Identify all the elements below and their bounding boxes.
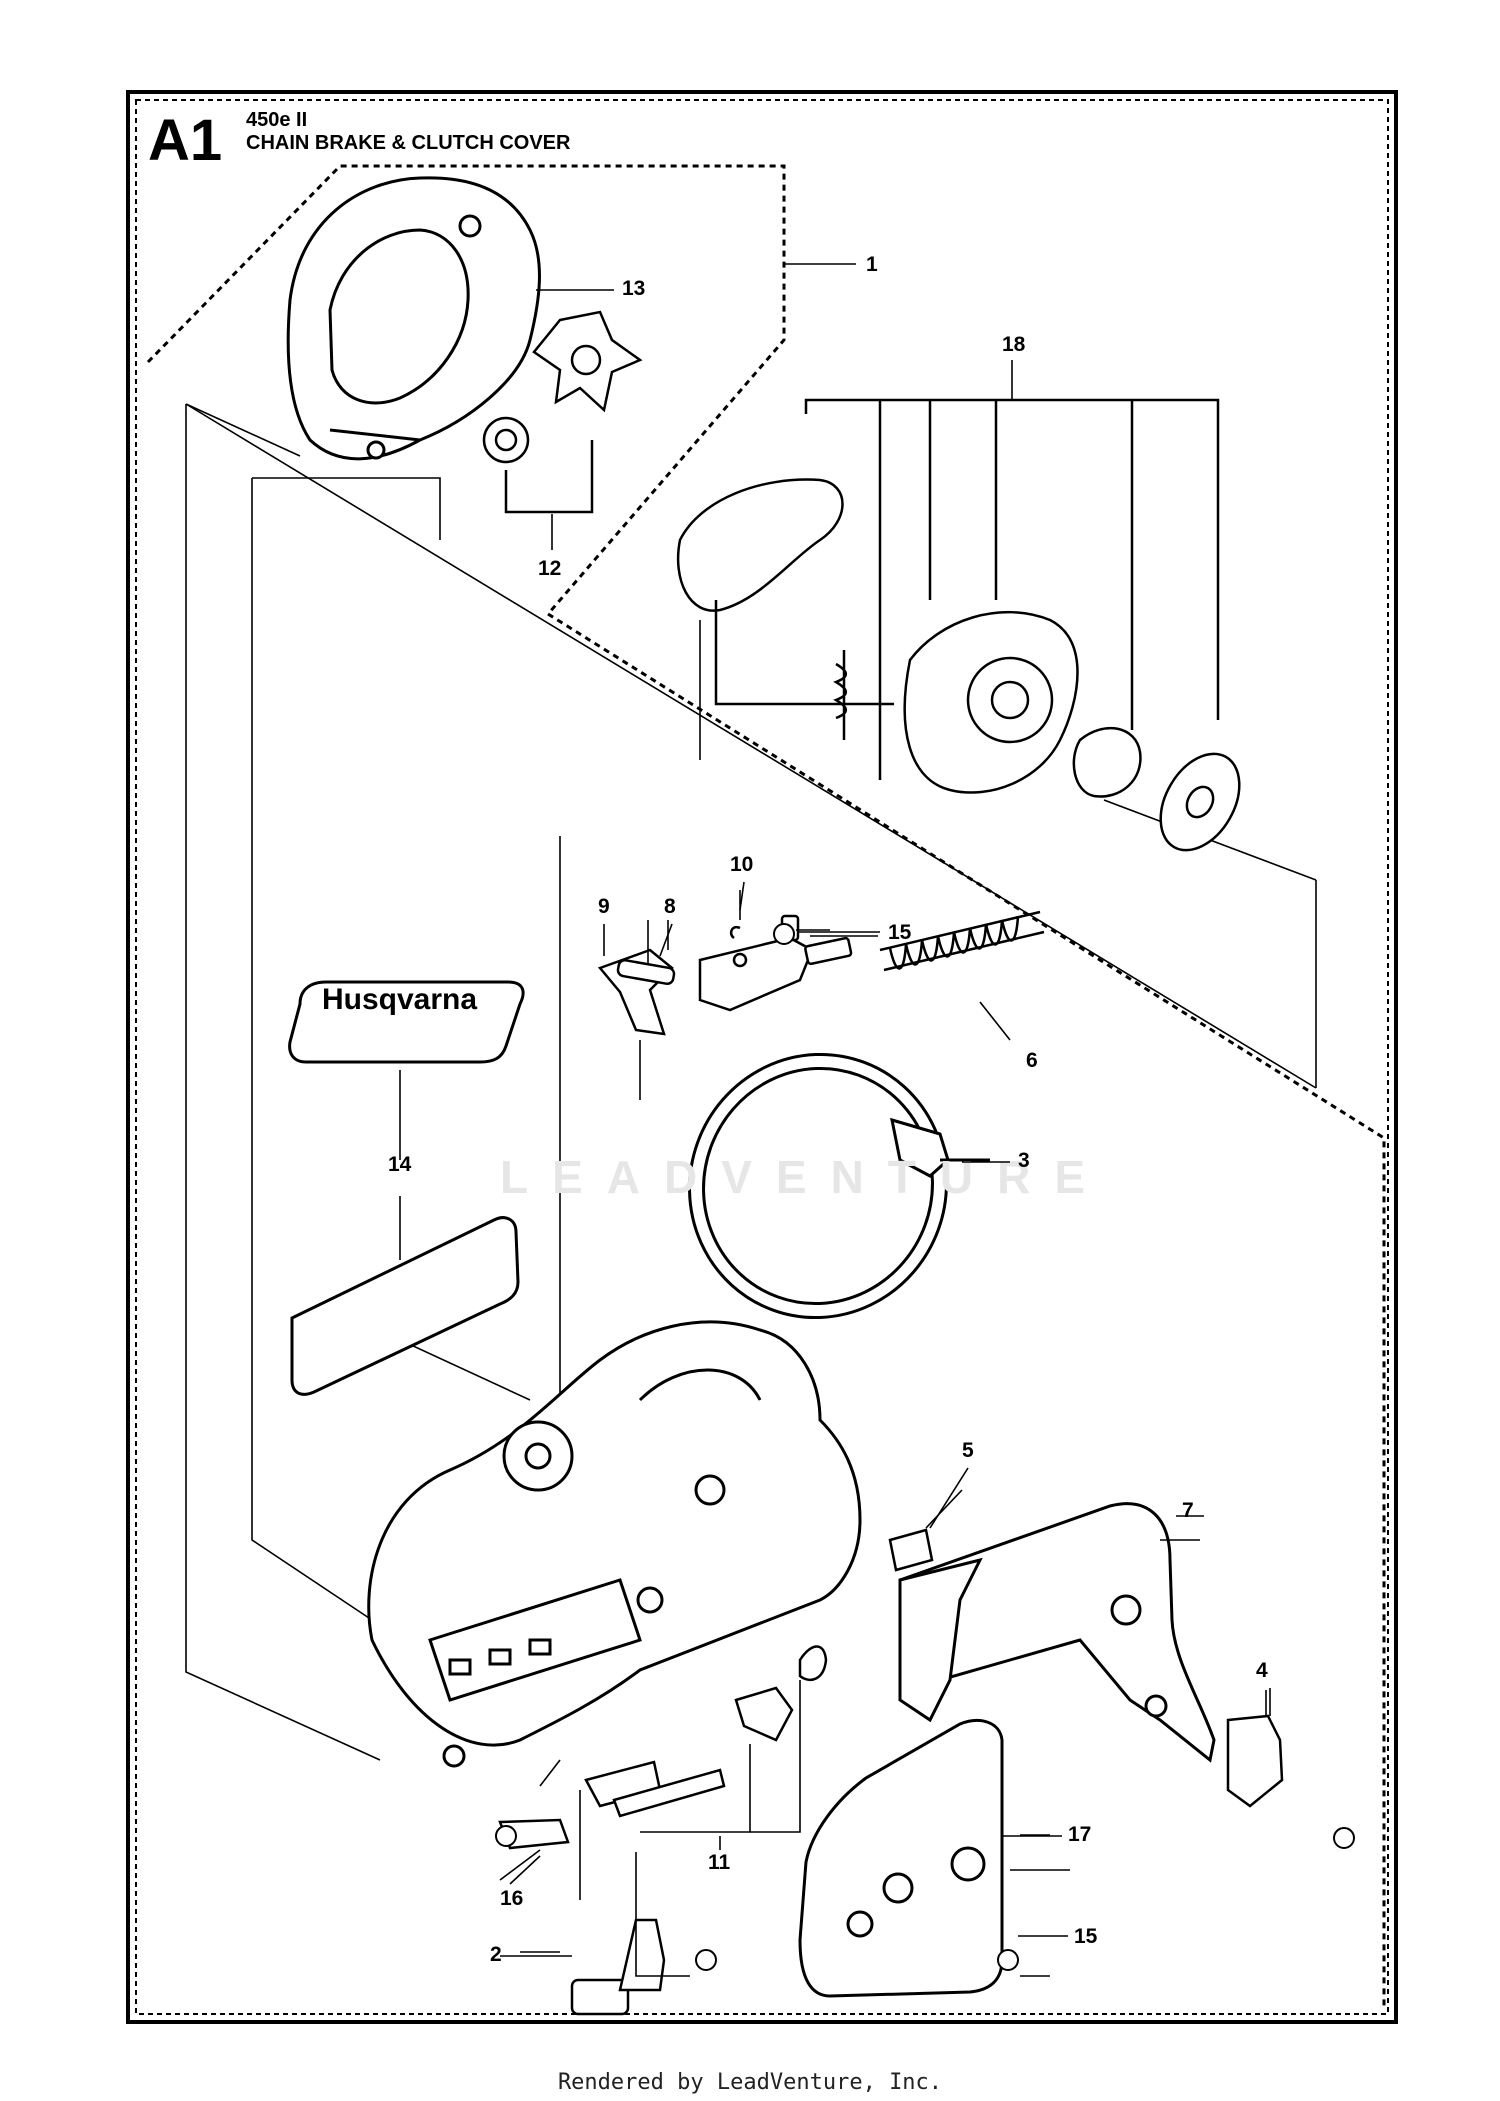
blank-decal-part bbox=[290, 1216, 520, 1396]
callout-6[interactable]: 6 bbox=[1026, 1049, 1038, 1072]
callout-18[interactable]: 18 bbox=[1002, 333, 1026, 356]
cover-plate-part bbox=[798, 1719, 1004, 1998]
husqvarna-decal-label: Husqvarna bbox=[322, 983, 478, 1016]
callout-14[interactable]: 14 bbox=[388, 1153, 412, 1176]
chain-guard-part bbox=[898, 1502, 1216, 1763]
callout-15-upper[interactable]: 15 bbox=[888, 921, 912, 944]
footer-credit: Rendered by LeadVenture, Inc. bbox=[557, 2070, 943, 2095]
brake-lever-parts bbox=[597, 910, 1045, 1036]
chain-guard-clip-part bbox=[1226, 1714, 1284, 1808]
watermark-text: LEADVENTURE bbox=[500, 1151, 1110, 1203]
husqvarna-decal-part bbox=[288, 980, 525, 1064]
callout-8[interactable]: 8 bbox=[664, 895, 676, 918]
callout-7[interactable]: 7 bbox=[1182, 1499, 1194, 1522]
inner-dashed-frame bbox=[135, 99, 1389, 2015]
chain-brake-assembly-part bbox=[676, 398, 1241, 852]
assembly-boundary-dashed bbox=[146, 164, 1386, 2006]
callout-16[interactable]: 16 bbox=[500, 1887, 524, 1910]
callout-1[interactable]: 1 bbox=[866, 253, 878, 276]
callout-12[interactable]: 12 bbox=[538, 557, 562, 580]
brake-band-part bbox=[688, 1052, 990, 1320]
callout-11[interactable]: 11 bbox=[708, 1851, 731, 1874]
callout-4[interactable]: 4 bbox=[1256, 1659, 1268, 1682]
section-title: CHAIN BRAKE & CLUTCH COVER bbox=[246, 132, 571, 154]
callout-9[interactable]: 9 bbox=[598, 895, 610, 918]
callout-3[interactable]: 3 bbox=[1018, 1149, 1030, 1172]
section-code: A1 bbox=[148, 108, 223, 173]
callout-15-lower[interactable]: 15 bbox=[1074, 1925, 1098, 1948]
clutch-cover-housing-part bbox=[367, 1320, 862, 1768]
callout-5[interactable]: 5 bbox=[962, 1439, 974, 1462]
screws bbox=[495, 923, 1355, 1971]
clutch-cover-part bbox=[286, 176, 541, 461]
callout-10[interactable]: 10 bbox=[730, 853, 754, 876]
star-nut-sprocket-part bbox=[482, 310, 643, 514]
model-name: 450e II bbox=[246, 109, 308, 131]
callout-2[interactable]: 2 bbox=[490, 1943, 502, 1966]
callout-17[interactable]: 17 bbox=[1068, 1823, 1092, 1846]
callout-13[interactable]: 13 bbox=[622, 277, 646, 300]
outer-frame bbox=[126, 90, 1398, 2024]
